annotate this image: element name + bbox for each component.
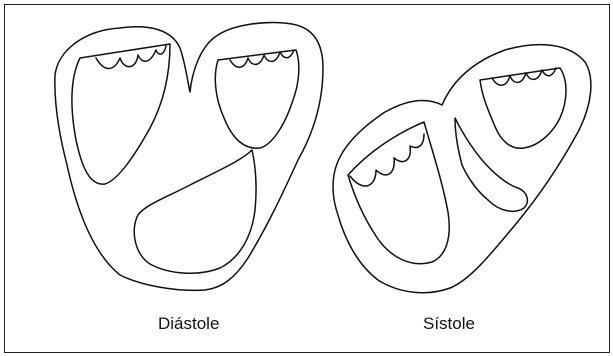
diastole-right-papillary [230, 50, 294, 67]
diastole-epicardium [55, 23, 323, 291]
diastole-heart [55, 23, 323, 291]
systole-heart [333, 45, 591, 293]
diastole-label: Diástole [158, 314, 219, 334]
systole-septum [455, 118, 527, 211]
systole-left-ventricle [348, 122, 449, 264]
systole-epicardium [333, 45, 591, 293]
diastole-septum [134, 150, 256, 273]
systole-label: Sístole [423, 314, 475, 334]
diastole-left-ventricle [72, 44, 170, 184]
